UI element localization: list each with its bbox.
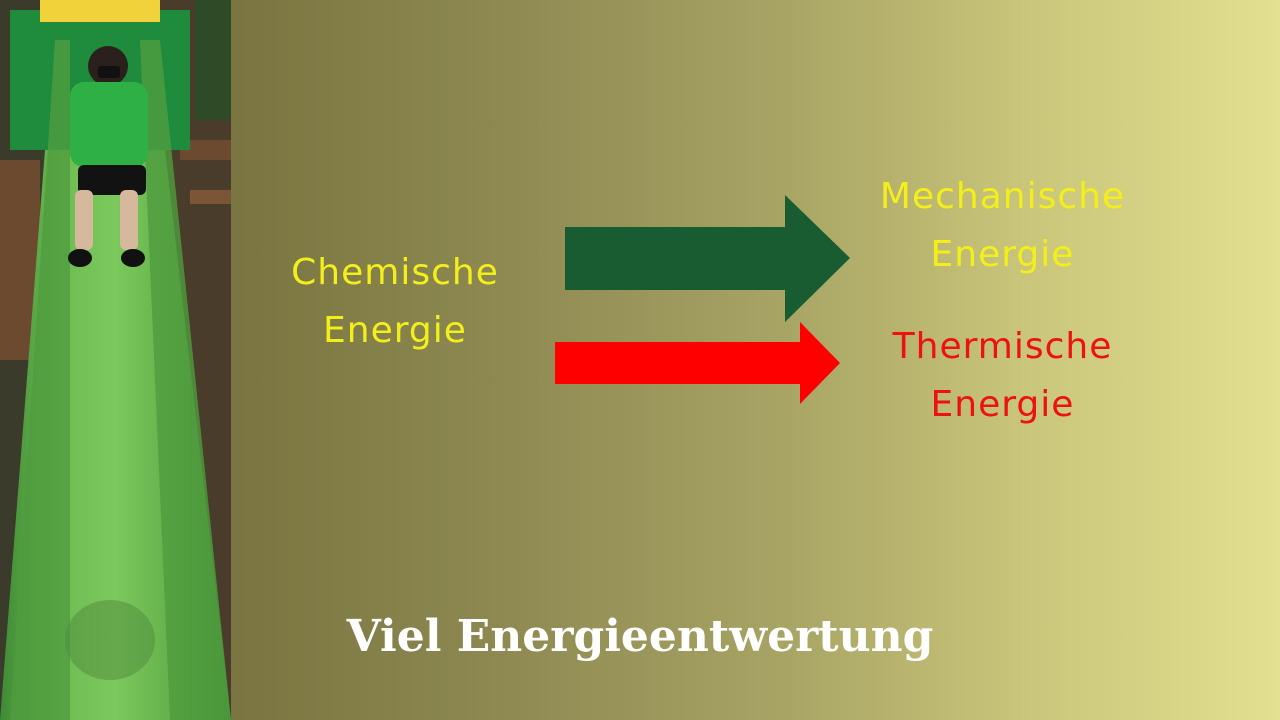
slide-illustration (0, 0, 231, 720)
source-energy-line2: Energie (323, 310, 467, 351)
source-energy-label: Chemische Energie (270, 244, 520, 360)
arrow-shape-mechanical (565, 195, 850, 322)
mechanical-energy-line2: Energie (930, 234, 1075, 275)
slide-photo (0, 0, 231, 720)
thermal-energy-line2: Energie (930, 384, 1075, 425)
thermal-energy-line1: Thermische (892, 326, 1113, 367)
arrow-to-mechanical-energy (565, 195, 850, 322)
mechanical-energy-line1: Mechanische (879, 176, 1126, 217)
caption: Viel Energieentwertung (346, 611, 934, 662)
thermal-energy-label: Thermische Energie (860, 318, 1145, 434)
arrow-to-thermal-energy (555, 322, 840, 404)
arrow-shape-thermal (555, 322, 840, 404)
mechanical-energy-label: Mechanische Energie (850, 168, 1155, 284)
source-energy-line1: Chemische (291, 252, 499, 293)
